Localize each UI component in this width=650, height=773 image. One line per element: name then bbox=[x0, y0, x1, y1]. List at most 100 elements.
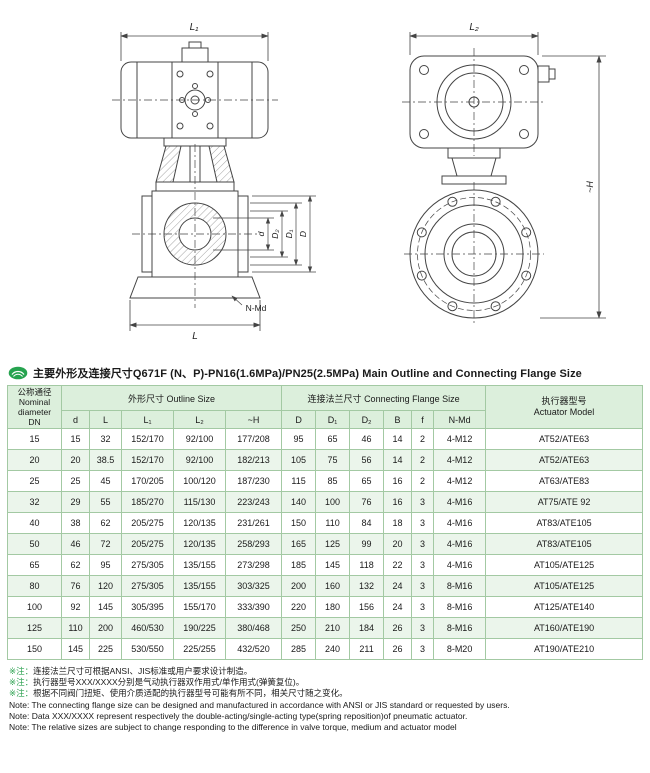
cell-value: 152/170 bbox=[121, 428, 174, 450]
col-group-outline-en: Outline Size bbox=[166, 393, 216, 404]
front-view-drawing: L₁ bbox=[112, 22, 316, 342]
cell-value: 305/395 bbox=[121, 596, 174, 618]
cell-dn: 125 bbox=[7, 617, 62, 639]
dim-L: L bbox=[129, 300, 261, 342]
cell-value: 115/130 bbox=[173, 491, 226, 513]
dim-label-L1: L₁ bbox=[190, 22, 199, 33]
group-header-row: 公称通径 Nominal diameter DN 外形尺寸 Outline Si… bbox=[7, 385, 643, 429]
col-group-flange-en: Connecting Flange Size bbox=[364, 393, 460, 404]
cell-value: 211 bbox=[349, 638, 385, 660]
dim-label-D: D bbox=[298, 231, 308, 237]
pneumatic-actuator-side bbox=[402, 48, 556, 156]
cell-value: 15 bbox=[61, 428, 90, 450]
mounting-bracket-side bbox=[441, 147, 507, 185]
cell-dn: 20 bbox=[7, 449, 62, 471]
cell-value: 205/275 bbox=[121, 512, 174, 534]
cell-value: 32 bbox=[89, 428, 122, 450]
spec-table: 公称通径 Nominal diameter DN 外形尺寸 Outline Si… bbox=[7, 385, 643, 660]
cell-value: 156 bbox=[349, 596, 385, 618]
cell-value: 62 bbox=[89, 512, 122, 534]
cell-value: 65 bbox=[349, 470, 385, 492]
col-header-actuator-en: Actuator Model bbox=[533, 407, 595, 417]
note-line: ※注：执行器型号XXX/XXXX分别是气动执行器双作用式/单作用式(弹簧复位)。 bbox=[9, 677, 641, 688]
section-title-row: 主要外形及连接尺寸Q671F (N、P)-PN16(1.6MPa)/PN25(2… bbox=[8, 365, 642, 381]
cell-value: 100/120 bbox=[173, 470, 226, 492]
dim-nmd: N-Md bbox=[231, 295, 267, 313]
cell-dn: 40 bbox=[7, 512, 62, 534]
cell-value: 105 bbox=[281, 449, 317, 471]
cell-value: 14 bbox=[383, 449, 413, 471]
cell-value: 200 bbox=[281, 575, 317, 597]
cell-value: 62 bbox=[61, 554, 90, 576]
notes-list: ※注：连接法兰尺寸可根据ANSI、JIS标准或用户要求设计制造。※注：执行器型号… bbox=[9, 666, 641, 733]
cell-value: 530/550 bbox=[121, 638, 174, 660]
cell-value: 432/520 bbox=[224, 638, 283, 660]
technical-drawings: L₁ bbox=[0, 0, 650, 362]
spec-table-head: 公称通径 Nominal diameter DN 外形尺寸 Outline Si… bbox=[7, 385, 643, 429]
cell-value: 185/270 bbox=[121, 491, 174, 513]
cell-value: 118 bbox=[349, 554, 385, 576]
col-group-outline: 外形尺寸 Outline Size bbox=[60, 385, 283, 411]
cell-value: 182/213 bbox=[224, 449, 283, 471]
cell-value: 8-M16 bbox=[433, 596, 487, 618]
cell-actuator-model: AT83/ATE105 bbox=[485, 512, 643, 534]
cell-value: 99 bbox=[349, 533, 385, 555]
cell-value: 250 bbox=[281, 617, 317, 639]
cell-value: 152/170 bbox=[121, 449, 174, 471]
cell-value: 115 bbox=[281, 470, 317, 492]
brand-logo-icon bbox=[8, 366, 28, 380]
cell-value: 380/468 bbox=[224, 617, 283, 639]
cell-value: 4-M16 bbox=[433, 512, 487, 534]
cell-value: 65 bbox=[315, 428, 351, 450]
cell-value: 76 bbox=[349, 491, 385, 513]
cell-value: 85 bbox=[315, 470, 351, 492]
cell-dn: 150 bbox=[7, 638, 62, 660]
cell-actuator-model: AT63/ATE83 bbox=[485, 470, 643, 492]
cell-value: 3 bbox=[411, 575, 435, 597]
cell-value: 3 bbox=[411, 596, 435, 618]
sub-header-row: d L L₁ L₂ ~H D D₁ D₂ B f N-Md bbox=[8, 410, 643, 429]
cell-value: 180 bbox=[315, 596, 351, 618]
cell-value: 3 bbox=[411, 638, 435, 660]
page-title: 主要外形及连接尺寸Q671F (N、P)-PN16(1.6MPa)/PN25(2… bbox=[33, 368, 582, 380]
cell-value: 135/155 bbox=[173, 554, 226, 576]
note-text: 根据不同阀门扭矩、使用介质适配的执行器型号可能有所不同，相关尺寸随之变化。 bbox=[33, 688, 348, 699]
cell-value: 56 bbox=[349, 449, 385, 471]
dim-diameters: d D₂ D₁ D bbox=[213, 195, 316, 273]
cell-value: 3 bbox=[411, 491, 435, 513]
col-header-d: d bbox=[61, 410, 90, 429]
note-prefix: Note: bbox=[9, 699, 32, 710]
cell-value: 26 bbox=[383, 638, 413, 660]
cell-value: 184 bbox=[349, 617, 385, 639]
cell-value: 95 bbox=[281, 428, 317, 450]
cell-actuator-model: AT190/ATE210 bbox=[485, 638, 643, 660]
cell-value: 200 bbox=[89, 617, 122, 639]
cell-actuator-model: AT75/ATE 92 bbox=[485, 491, 643, 513]
cell-value: 55 bbox=[89, 491, 122, 513]
cell-value: 110 bbox=[61, 617, 90, 639]
dim-L1: L₁ bbox=[120, 22, 269, 61]
cell-value: 2 bbox=[411, 470, 435, 492]
cell-value: 95 bbox=[89, 554, 122, 576]
cell-value: 8-M16 bbox=[433, 575, 487, 597]
col-header-B: B bbox=[383, 410, 413, 429]
cell-value: 72 bbox=[89, 533, 122, 555]
col-group-flange: 连接法兰尺寸 Connecting Flange Size bbox=[281, 385, 487, 411]
cell-value: 3 bbox=[411, 554, 435, 576]
cell-value: 145 bbox=[315, 554, 351, 576]
cell-value: 4-M16 bbox=[433, 533, 487, 555]
dim-label-L: L bbox=[192, 331, 198, 342]
cell-value: 150 bbox=[281, 512, 317, 534]
cell-value: 225/255 bbox=[173, 638, 226, 660]
cell-actuator-model: AT105/ATE125 bbox=[485, 554, 643, 576]
cell-value: 20 bbox=[61, 449, 90, 471]
cell-dn: 25 bbox=[7, 470, 62, 492]
note-line: ※注：连接法兰尺寸可根据ANSI、JIS标准或用户要求设计制造。 bbox=[9, 666, 641, 677]
cell-value: 205/275 bbox=[121, 533, 174, 555]
dim-L2: L₂ bbox=[409, 22, 539, 55]
